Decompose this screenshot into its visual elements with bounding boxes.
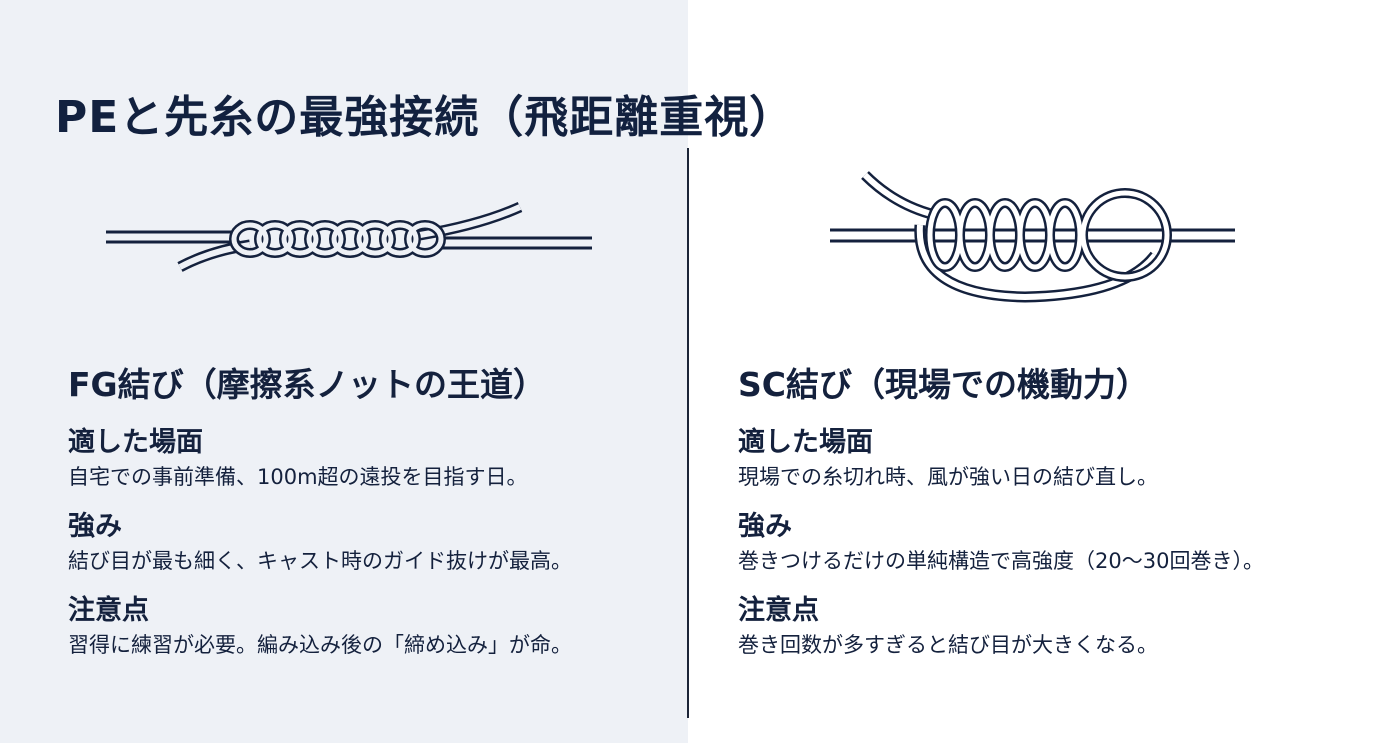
- fg-caution-heading: 注意点: [68, 595, 149, 626]
- sc-strength-heading: 強み: [738, 511, 792, 542]
- sc-suitable-text: 現場での糸切れ時、風が強い日の結び直し。: [738, 465, 1158, 489]
- fg-suitable-text: 自宅での事前準備、100m超の遠投を目指す日。: [68, 465, 528, 489]
- fg-knot-title: FG結び（摩擦系ノットの王道）: [68, 365, 546, 404]
- page-title: PEと先糸の最強接続（飛距離重視）: [55, 92, 795, 144]
- fg-knot-column: FG結び（摩擦系ノットの王道） 適した場面 自宅での事前準備、100m超の遠投を…: [68, 358, 572, 676]
- sc-suitable-heading: 適した場面: [738, 427, 873, 458]
- fg-knot-braid-icon: [106, 201, 592, 272]
- sc-knot-column: SC結び（現場での機動力） 適した場面 現場での糸切れ時、風が強い日の結び直し。…: [738, 358, 1264, 676]
- left-panel-background: [0, 0, 688, 743]
- sc-knot-title: SC結び（現場での機動力）: [738, 365, 1149, 404]
- fg-strength-text: 結び目が最も細く、キャスト時のガイド抜けが最高。: [68, 549, 572, 573]
- sc-knot-coil-icon: [830, 171, 1235, 303]
- column-divider: [687, 148, 689, 718]
- fg-suitable-heading: 適した場面: [68, 427, 203, 458]
- sc-caution-heading: 注意点: [738, 595, 819, 626]
- fg-strength-heading: 強み: [68, 511, 122, 542]
- sc-caution-text: 巻き回数が多すぎると結び目が大きくなる。: [738, 633, 1158, 657]
- sc-strength-text: 巻きつけるだけの単純構造で高強度（20〜30回巻き）。: [738, 549, 1264, 573]
- fg-caution-text: 習得に練習が必要。編み込み後の「締め込み」が命。: [68, 633, 572, 657]
